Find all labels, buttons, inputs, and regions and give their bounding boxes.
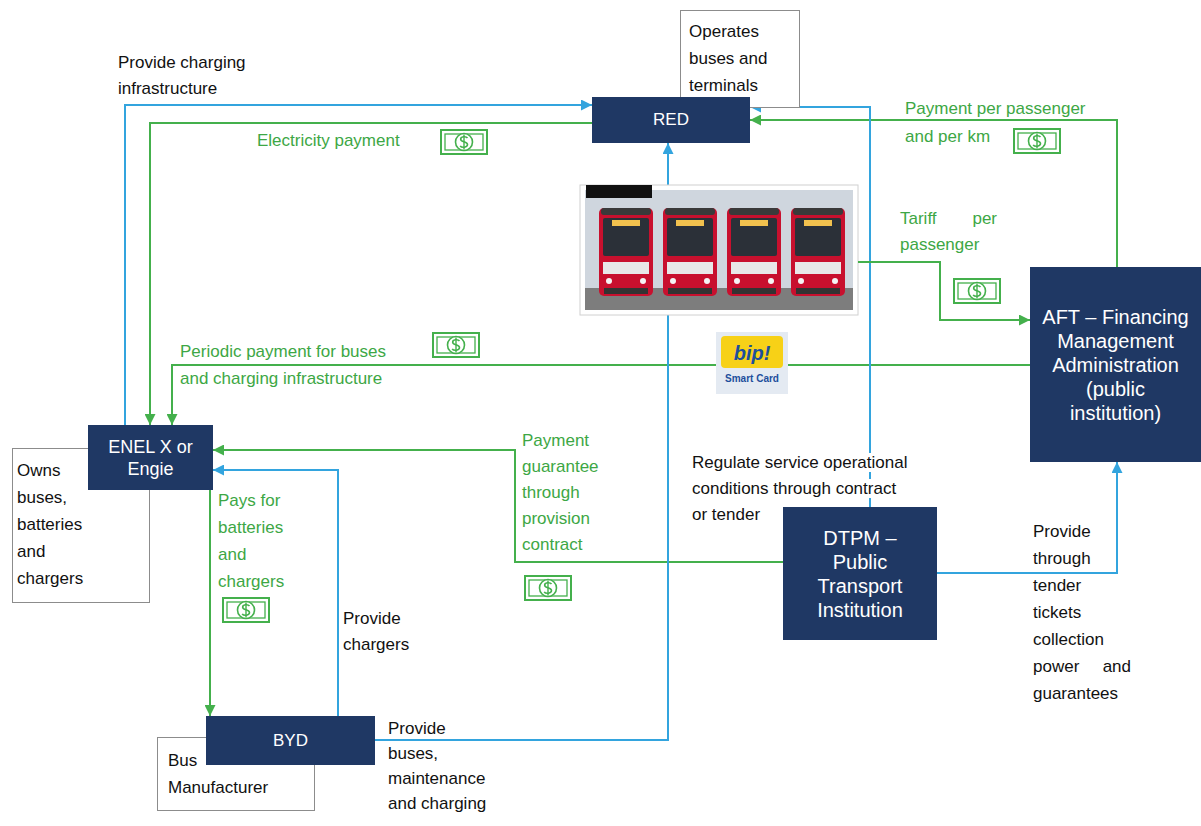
box-note: Owns buses, batteries and chargers bbox=[17, 457, 89, 592]
flow-label-box: Tariff per passenger bbox=[900, 206, 997, 258]
actor-box: RED bbox=[592, 97, 750, 143]
edge-label: Periodic payment for buses and charging … bbox=[180, 342, 386, 388]
edge-label: Provide buses, maintenance and charging bbox=[388, 719, 486, 813]
box-title: DTPM – Public Transport Institution bbox=[799, 526, 921, 622]
edge-label: Pays for batteries and chargers bbox=[218, 491, 284, 591]
smart-card-logo bbox=[716, 332, 788, 394]
edge-label: Electricity payment bbox=[257, 131, 400, 150]
edge-label-box: Provide charging infrastructure bbox=[118, 50, 268, 102]
logo-caption-box: Smart Card bbox=[716, 372, 788, 386]
edge-label-box: Regulate service operational conditions … bbox=[692, 450, 912, 528]
flow-connector bbox=[209, 490, 211, 716]
edge-label-box: Provide through tender tickets collectio… bbox=[1033, 518, 1131, 707]
edge-label-box: Periodic payment for buses and charging … bbox=[180, 338, 408, 392]
flow-connector bbox=[213, 470, 338, 716]
box-title: AFT – Financing Management Administratio… bbox=[1042, 305, 1189, 425]
logo-text: bip! bbox=[734, 342, 771, 364]
flow-connector bbox=[375, 143, 668, 740]
flow-label: Tariff per passenger bbox=[900, 209, 997, 254]
edge-label: Payment guarantee through provision cont… bbox=[522, 431, 599, 554]
logo-caption: Smart Card bbox=[725, 373, 779, 384]
box-title: BYD bbox=[273, 730, 308, 752]
edge-label-box: Payment guarantee through provision cont… bbox=[522, 428, 612, 558]
note-box: Operates buses and terminals bbox=[680, 10, 800, 108]
edge-label: Regulate service operational conditions … bbox=[692, 453, 907, 524]
tariff-arrow bbox=[858, 262, 1030, 320]
edge-label-box: Payment per passenger and per km bbox=[905, 95, 1100, 151]
edge-label: Provide charging infrastructure bbox=[118, 53, 246, 98]
box-title: RED bbox=[653, 109, 689, 131]
edge-label: Payment per passenger and per km bbox=[905, 99, 1086, 146]
edge-label-box: Provide chargers bbox=[343, 606, 428, 658]
edge-label-box: Electricity payment bbox=[257, 128, 442, 154]
box-note: Operates buses and terminals bbox=[689, 18, 793, 99]
actor-box: BYD bbox=[206, 716, 375, 765]
flow-connector bbox=[125, 105, 592, 425]
bus-photo bbox=[580, 185, 858, 315]
box-title: ENEL X or Engie bbox=[96, 436, 205, 480]
edge-label-box: Provide buses, maintenance and charging bbox=[388, 716, 493, 816]
actor-box: AFT – Financing Management Administratio… bbox=[1030, 267, 1201, 462]
actor-box: ENEL X or Engie bbox=[88, 425, 213, 490]
flow-connector bbox=[150, 123, 592, 425]
edge-label: Provide through tender tickets collectio… bbox=[1033, 522, 1131, 703]
logo-text-box: bip! bbox=[721, 339, 783, 367]
edge-label: Provide chargers bbox=[343, 609, 409, 654]
actor-box: DTPM – Public Transport Institution bbox=[783, 507, 937, 640]
edge-label-box: Pays for batteries and chargers bbox=[218, 487, 298, 595]
